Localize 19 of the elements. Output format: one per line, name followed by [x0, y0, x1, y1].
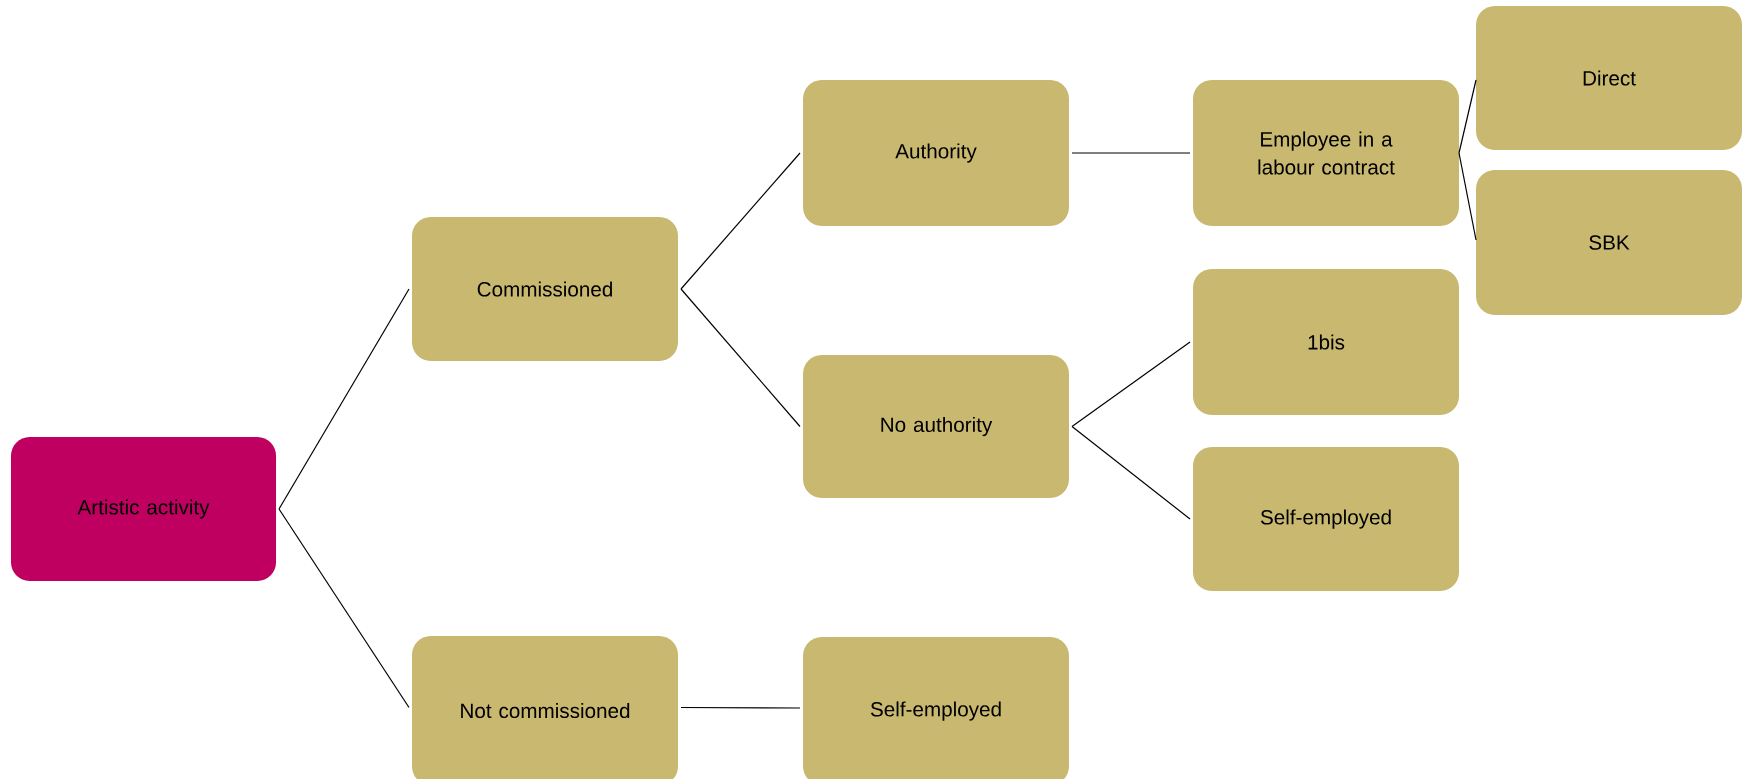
- process-box: Self-employed: [1193, 447, 1459, 591]
- process-box: Artistic activity: [10, 437, 277, 581]
- process-box: Employee in a labour contract: [1193, 80, 1459, 226]
- process-box: Not commissioned: [412, 636, 678, 779]
- connector-line: [680, 706, 801, 709]
- process-box: Commissioned: [412, 217, 678, 361]
- process-box: Self-employed: [803, 637, 1069, 779]
- connector-line: [1071, 425, 1191, 520]
- connector-line: [1071, 341, 1191, 428]
- connector-line: [278, 508, 410, 709]
- process-box: 1bis: [1193, 269, 1459, 415]
- connector-line: [1071, 152, 1191, 154]
- connector-line: [680, 288, 801, 428]
- process-box: Authority: [803, 80, 1069, 226]
- connector-line: [680, 152, 801, 290]
- process-box: No authority: [803, 355, 1069, 498]
- connector-line: [278, 288, 410, 510]
- process-box: Direct: [1476, 6, 1742, 150]
- process-box: SBK: [1476, 169, 1742, 316]
